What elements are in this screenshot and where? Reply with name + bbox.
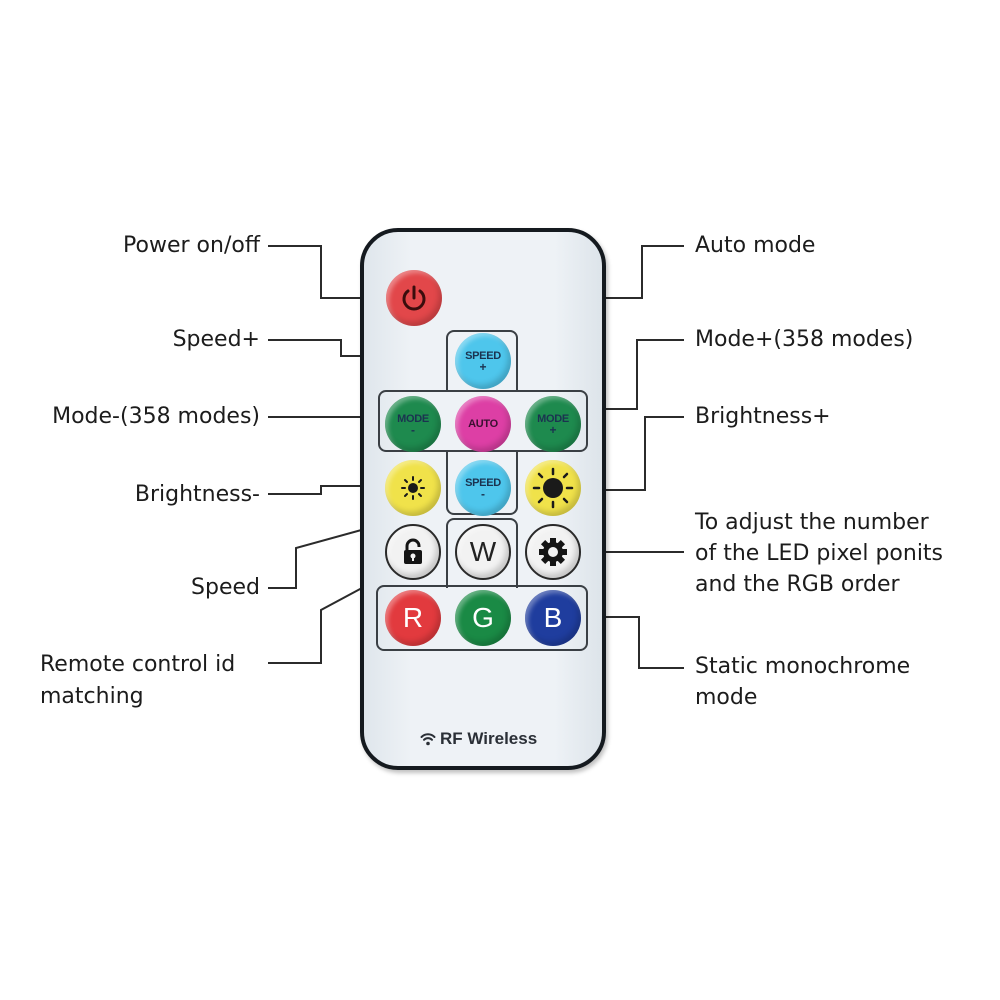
label-settings-line3: and the RGB order: [695, 572, 900, 597]
blue-button[interactable]: B: [525, 590, 581, 646]
speed-plus-label: SPEED: [465, 350, 501, 362]
mode-plus-sign: +: [549, 423, 557, 437]
mode-plus-label: MODE: [537, 413, 569, 425]
speed-plus-button[interactable]: SPEED +: [455, 333, 511, 389]
speed-plus-sign: +: [479, 360, 487, 374]
green-button[interactable]: G: [455, 590, 511, 646]
white-button[interactable]: W: [455, 524, 511, 580]
label-id-matching-line2: matching: [40, 684, 144, 709]
speed-minus-label: SPEED: [465, 477, 501, 489]
red-label: R: [402, 602, 424, 633]
sun-small-icon: [401, 476, 425, 500]
auto-button[interactable]: AUTO: [455, 396, 511, 452]
white-label: W: [469, 536, 497, 567]
mode-minus-sign: -: [411, 423, 415, 437]
label-static-line2: mode: [695, 685, 758, 710]
label-power: Power on/off: [123, 233, 260, 258]
rf-branding-text: RF Wireless: [440, 729, 538, 748]
label-brightness-plus: Brightness+: [695, 404, 831, 429]
lock-icon: [404, 538, 422, 564]
blue-label: B: [543, 602, 563, 633]
mode-minus-label: MODE: [397, 413, 429, 425]
speed-frame-top: [446, 330, 518, 392]
speed-minus-sign: -: [481, 487, 485, 501]
label-brightness-minus: Brightness-: [134, 482, 260, 507]
settings-button[interactable]: [525, 524, 581, 580]
green-label: G: [472, 602, 494, 633]
power-icon: [402, 285, 426, 311]
wifi-icon: [420, 733, 436, 746]
mode-plus-button[interactable]: MODE +: [525, 396, 581, 452]
label-mode-plus: Mode+(358 modes): [695, 327, 914, 352]
line-power: [268, 245, 388, 299]
power-button[interactable]: [386, 270, 442, 326]
label-settings-line1: To adjust the number: [695, 510, 929, 535]
line-brightness-plus: [570, 416, 684, 491]
lock-button[interactable]: [385, 524, 441, 580]
rf-branding: RF Wireless: [420, 729, 537, 749]
line-blue: [576, 616, 684, 669]
mode-minus-button[interactable]: MODE -: [385, 396, 441, 452]
label-static-line1: Static monochrome: [695, 654, 911, 679]
label-speed-plus: Speed+: [172, 327, 260, 352]
speed-minus-button[interactable]: SPEED -: [455, 460, 511, 516]
sun-large-icon: [532, 467, 574, 509]
line-brightness-minus: [268, 485, 395, 495]
label-settings-line2: of the LED pixel ponits: [695, 541, 944, 566]
gear-icon: [539, 538, 567, 566]
label-speed: Speed: [191, 575, 260, 600]
brightness-minus-button[interactable]: [385, 460, 441, 516]
label-auto: Auto mode: [695, 233, 816, 258]
label-mode-minus: Mode-(358 modes): [52, 404, 260, 429]
white-frame: [446, 518, 518, 588]
auto-label: AUTO: [468, 418, 498, 430]
label-id-matching-line1: Remote control id: [40, 652, 236, 677]
rgb-row-frame: [376, 585, 588, 651]
red-button[interactable]: R: [385, 590, 441, 646]
brightness-plus-button[interactable]: [525, 460, 581, 516]
